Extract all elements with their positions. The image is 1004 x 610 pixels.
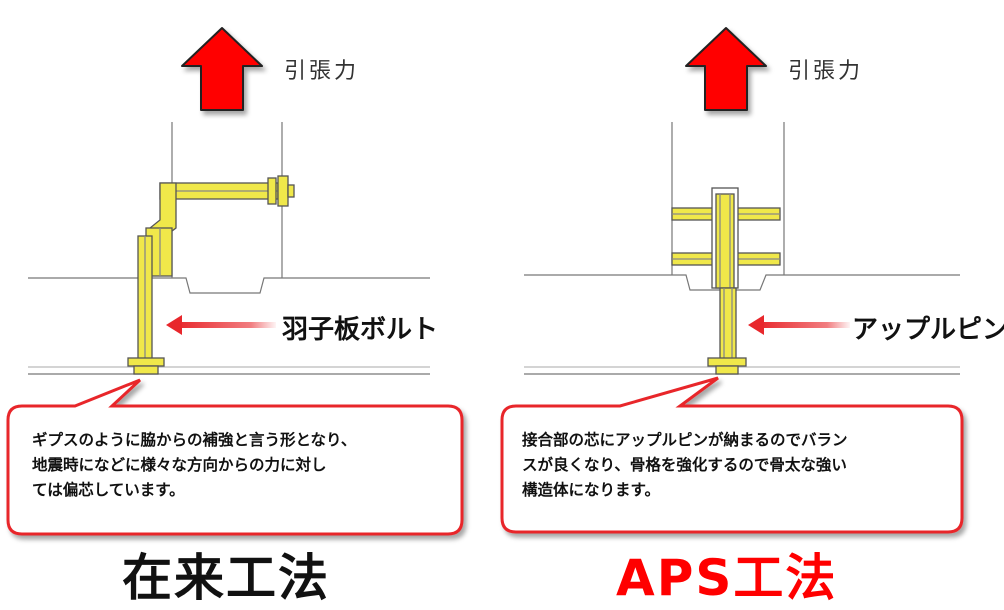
right-apple-pin <box>671 187 781 375</box>
left-bubble-line-2: 地震時になどに様々な方向からの力に対し <box>32 455 327 474</box>
left-caption: 在来工法 <box>122 549 330 607</box>
right-bubble-line-3: 構造体になります。 <box>522 480 660 499</box>
right-bubble-text: 接合部の芯にアップルピンが納まるのでバラン スが良くなり、骨格を強化するので骨太… <box>522 427 958 502</box>
right-pointer-label: アップルピン <box>852 315 1004 345</box>
left-bubble-line-3: ては偏芯しています。 <box>32 480 185 499</box>
right-tension-arrow <box>685 27 767 111</box>
right-pointer-arrow <box>748 315 850 335</box>
left-tension-label: 引張力 <box>284 59 360 84</box>
left-pointer-label: 羽子板ボルト <box>282 315 439 345</box>
right-caption: APS工法 <box>616 549 838 607</box>
left-tension-arrow <box>181 27 263 111</box>
right-speech-bubble <box>500 376 964 534</box>
right-bubble-line-2: スが良くなり、骨格を強化するので骨太な強い <box>522 455 847 474</box>
left-diagram <box>6 27 464 536</box>
left-hanger-bolt <box>127 175 295 375</box>
right-bubble-line-1: 接合部の芯にアップルピンが納まるのでバラン <box>522 430 848 449</box>
left-speech-bubble <box>6 378 464 536</box>
right-tension-label: 引張力 <box>788 59 864 84</box>
left-pointer-arrow <box>166 315 276 335</box>
left-bubble-line-1: ギプスのように脇からの補強と言う形となり、 <box>32 430 357 449</box>
left-bubble-text: ギプスのように脇からの補強と言う形となり、 地震時になどに様々な方向からの力に対… <box>32 427 457 502</box>
right-diagram <box>500 27 964 534</box>
